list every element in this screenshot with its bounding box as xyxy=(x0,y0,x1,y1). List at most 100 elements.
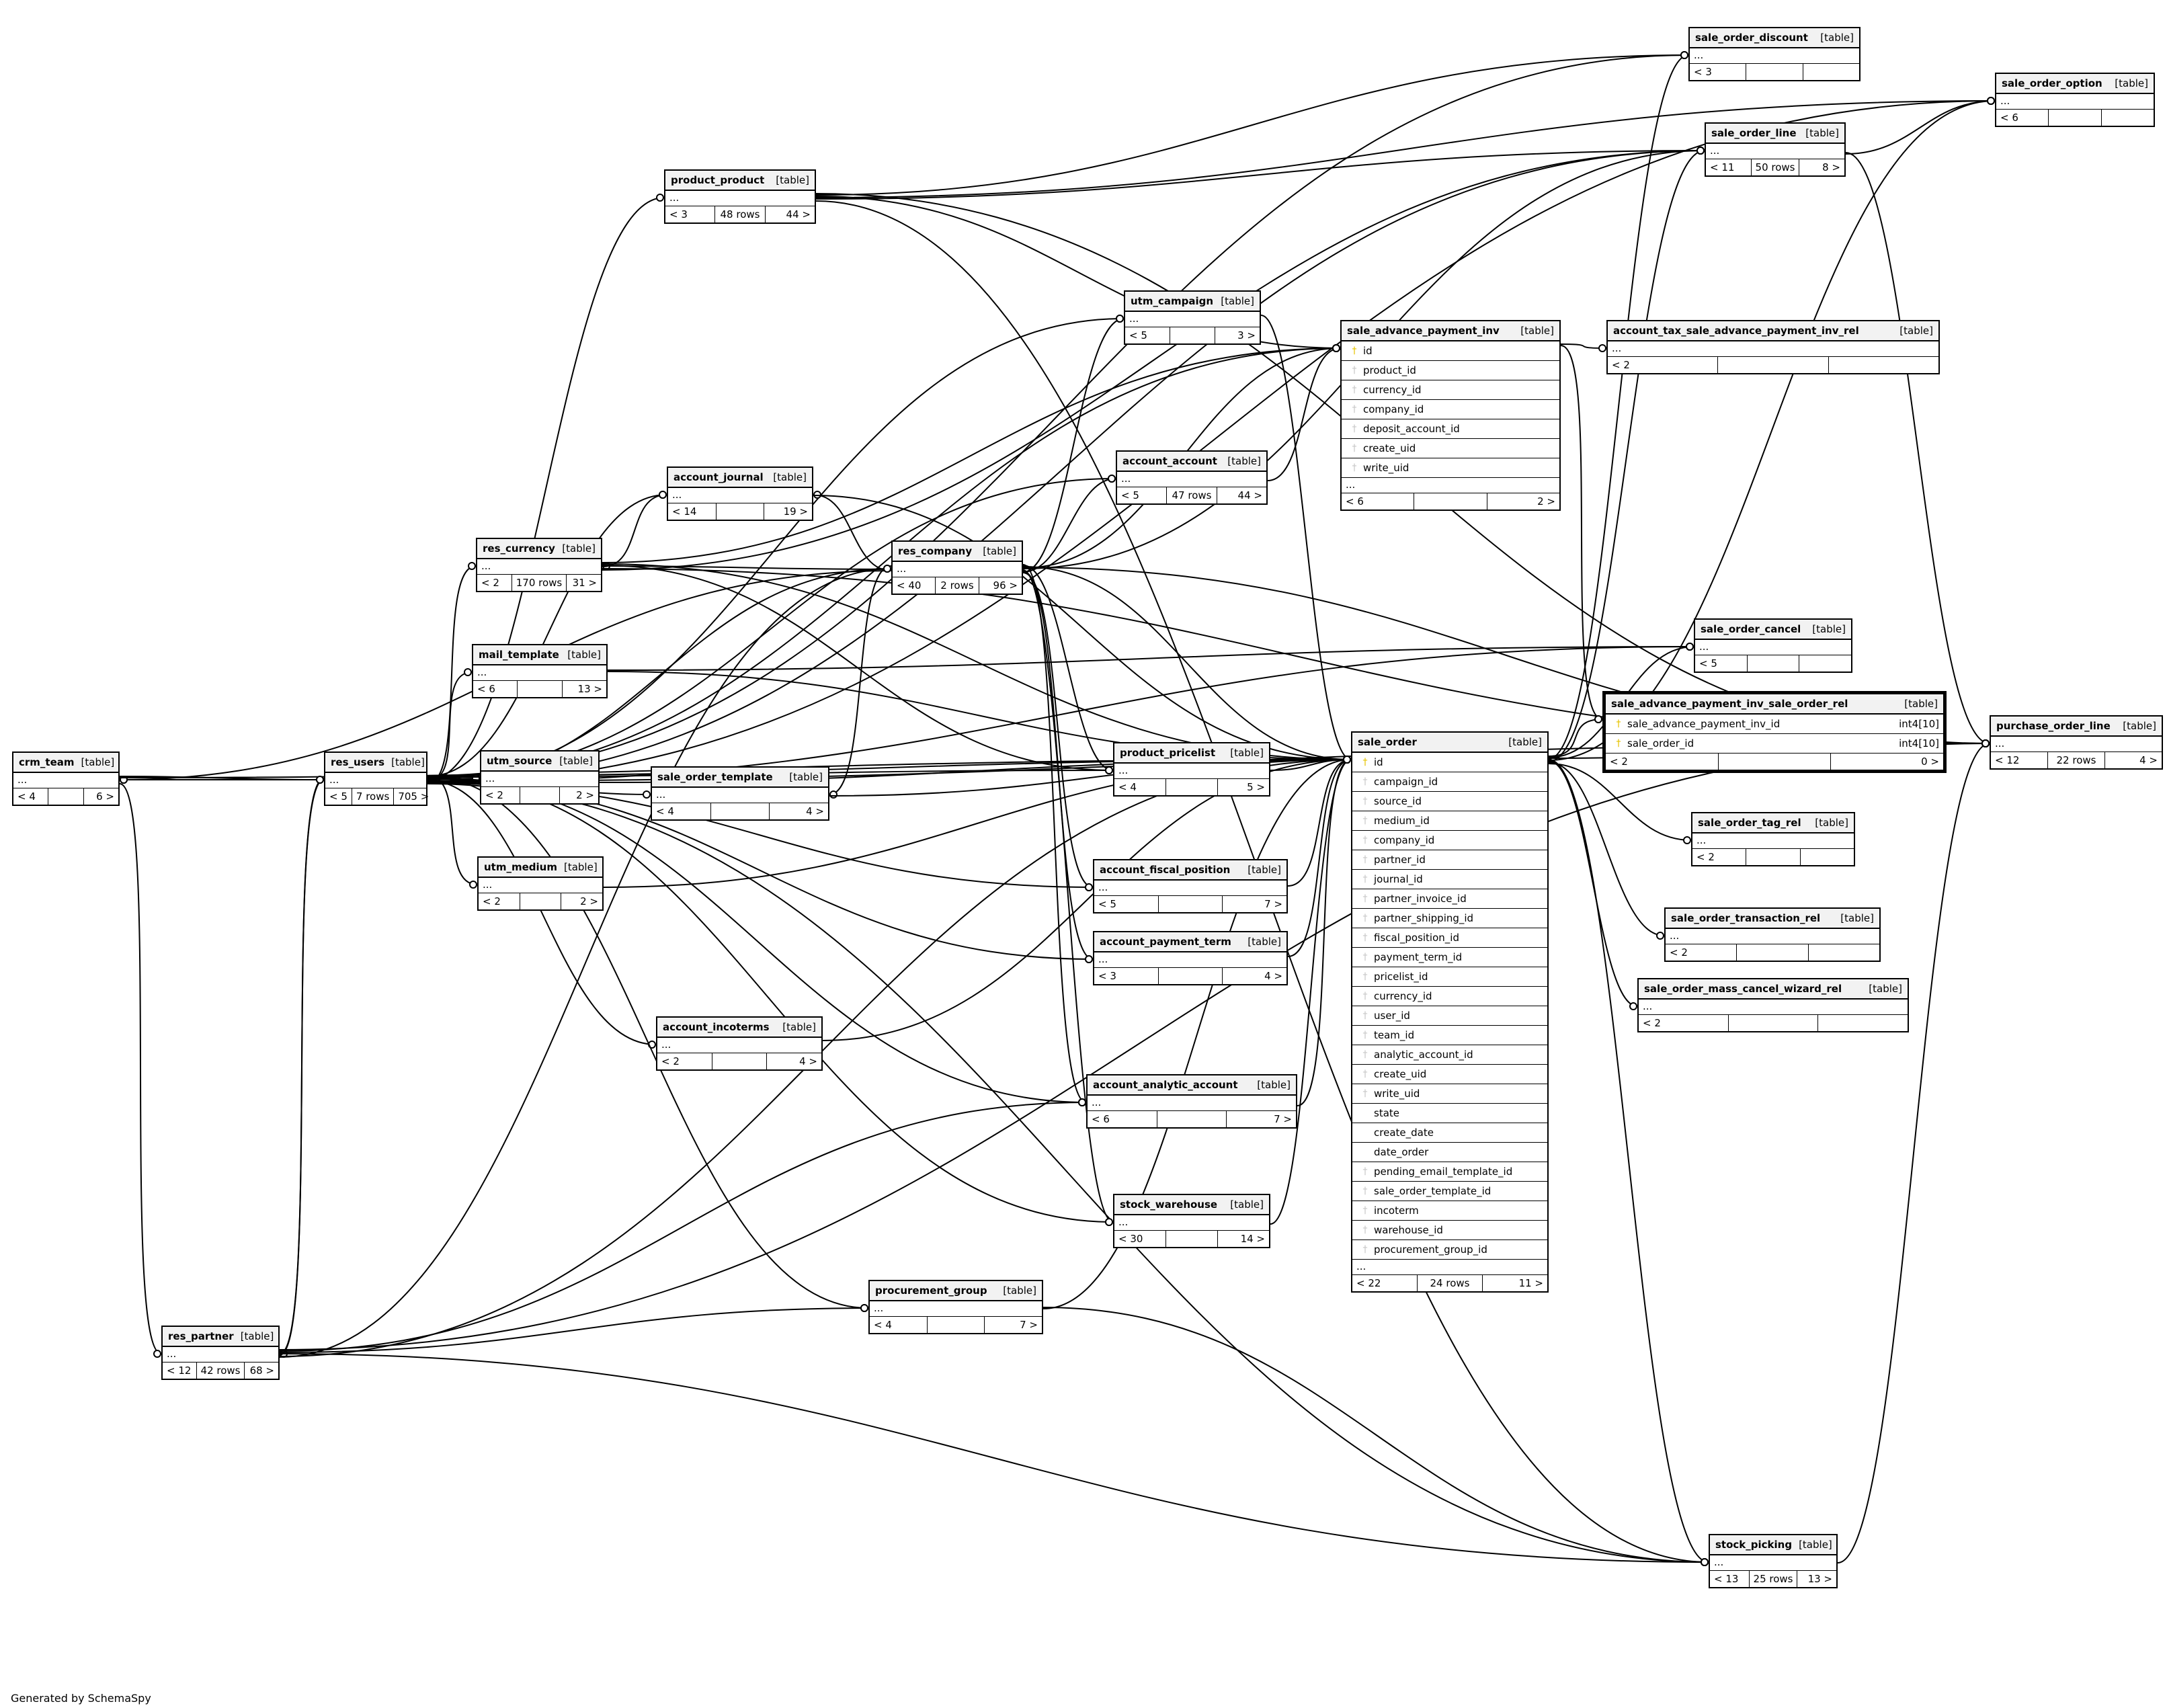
parents-count[interactable]: < 2 xyxy=(1606,754,1719,770)
parents-count[interactable]: < 30 xyxy=(1114,1231,1166,1247)
parents-count[interactable]: < 2 xyxy=(1639,1015,1729,1031)
table-sale-order-cancel[interactable]: sale_order_cancel[table]...< 5 xyxy=(1694,618,1852,673)
parents-count[interactable]: < 5 xyxy=(1695,655,1748,672)
more-columns-ellipsis[interactable]: ... xyxy=(1117,472,1266,487)
table-name[interactable]: res_partner xyxy=(168,1330,234,1342)
parents-count[interactable]: < 5 xyxy=(1094,896,1159,912)
parents-count[interactable]: < 12 xyxy=(1991,752,2048,768)
table-name[interactable]: sale_order xyxy=(1358,736,1417,748)
parents-count[interactable]: < 13 xyxy=(1710,1571,1750,1587)
parents-count[interactable]: < 22 xyxy=(1352,1275,1418,1291)
column-row[interactable]: †id xyxy=(1342,341,1559,361)
table-name[interactable]: account_analytic_account xyxy=(1093,1079,1238,1091)
children-count[interactable]: 3 > xyxy=(1237,329,1256,341)
parents-count[interactable]: < 4 xyxy=(652,803,711,819)
column-row[interactable]: †payment_term_id xyxy=(1352,948,1547,967)
column-row[interactable]: date_order xyxy=(1352,1143,1547,1162)
table-name[interactable]: sale_order_template xyxy=(657,771,773,783)
parents-count[interactable]: < 2 xyxy=(1666,944,1737,961)
children-count[interactable]: 31 > xyxy=(572,577,597,589)
children-count[interactable]: 7 > xyxy=(1274,1113,1293,1125)
column-row[interactable]: †create_uid xyxy=(1352,1065,1547,1084)
column-row[interactable]: †journal_id xyxy=(1352,870,1547,889)
children-count[interactable]: 13 > xyxy=(1807,1573,1833,1585)
more-columns-ellipsis[interactable]: ... xyxy=(13,773,118,788)
more-columns-ellipsis[interactable]: ... xyxy=(1710,1555,1836,1571)
column-row[interactable]: †warehouse_id xyxy=(1352,1221,1547,1240)
column-row[interactable]: †write_uid xyxy=(1342,458,1559,478)
column-row[interactable]: †partner_id xyxy=(1352,850,1547,870)
more-columns-ellipsis[interactable]: ... xyxy=(1695,640,1851,655)
table-name[interactable]: procurement_group xyxy=(875,1285,987,1297)
column-row[interactable]: †currency_id xyxy=(1342,380,1559,400)
parents-count[interactable]: < 2 xyxy=(481,787,521,803)
parents-count[interactable]: < 4 xyxy=(870,1317,928,1333)
table-name[interactable]: stock_warehouse xyxy=(1120,1198,1218,1211)
parents-count[interactable]: < 2 xyxy=(657,1053,712,1069)
table-name[interactable]: account_tax_sale_advance_payment_inv_rel xyxy=(1613,325,1859,337)
column-row[interactable]: †sale_order_template_id xyxy=(1352,1182,1547,1201)
table-name[interactable]: account_account xyxy=(1122,455,1217,467)
more-columns-ellipsis[interactable]: ... xyxy=(479,878,602,893)
more-columns-ellipsis[interactable]: ... xyxy=(1094,952,1286,968)
table-name[interactable]: utm_source xyxy=(487,755,553,767)
parents-count[interactable]: < 2 xyxy=(479,893,520,909)
table-sale-order-transaction-rel[interactable]: sale_order_transaction_rel[table]...< 2 xyxy=(1664,907,1881,962)
table-name[interactable]: utm_campaign xyxy=(1131,295,1214,307)
column-row[interactable]: †procurement_group_id xyxy=(1352,1240,1547,1260)
children-count[interactable]: 0 > xyxy=(1921,756,1940,768)
column-row[interactable]: †partner_shipping_id xyxy=(1352,909,1547,928)
parents-count[interactable]: < 3 xyxy=(665,206,716,222)
table-name[interactable]: product_product xyxy=(671,174,765,186)
children-count[interactable] xyxy=(1818,1015,1908,1031)
more-columns-ellipsis[interactable]: ... xyxy=(1114,764,1269,779)
table-name[interactable]: purchase_order_line xyxy=(1996,720,2111,732)
parents-count[interactable]: < 2 xyxy=(477,575,512,591)
more-columns-ellipsis[interactable]: ... xyxy=(1094,881,1286,896)
table-name[interactable]: res_users xyxy=(331,756,385,768)
table-name[interactable]: sale_order_mass_cancel_wizard_rel xyxy=(1644,983,1842,995)
children-count[interactable]: 4 > xyxy=(2139,754,2158,766)
more-columns-ellipsis[interactable]: ... xyxy=(1088,1096,1296,1111)
more-columns-ellipsis[interactable]: ... xyxy=(1608,341,1938,357)
column-row[interactable]: †team_id xyxy=(1352,1026,1547,1045)
parents-count[interactable]: < 4 xyxy=(13,788,49,805)
children-count[interactable]: 7 > xyxy=(1020,1319,1038,1331)
children-count[interactable]: 14 > xyxy=(1240,1233,1265,1245)
table-sale-order-mass-cancel-wizard-rel[interactable]: sale_order_mass_cancel_wizard_rel[table]… xyxy=(1637,978,1909,1032)
column-row[interactable]: †source_id xyxy=(1352,792,1547,811)
children-count[interactable] xyxy=(1799,655,1851,672)
more-columns-ellipsis[interactable]: ... xyxy=(1639,1000,1908,1015)
table-name[interactable]: sale_advance_payment_inv_sale_order_rel xyxy=(1611,698,1848,710)
table-name[interactable]: sale_advance_payment_inv xyxy=(1347,325,1500,337)
column-row[interactable]: †create_uid xyxy=(1342,439,1559,458)
column-row[interactable]: †pricelist_id xyxy=(1352,967,1547,987)
table-name[interactable]: mail_template xyxy=(479,649,559,661)
column-row[interactable]: †currency_id xyxy=(1352,987,1547,1006)
children-count[interactable]: 2 > xyxy=(580,895,599,907)
more-columns-ellipsis[interactable]: ... xyxy=(473,665,606,681)
parents-count[interactable]: < 2 xyxy=(1692,849,1747,865)
more-columns-ellipsis[interactable]: ... xyxy=(652,788,828,803)
children-count[interactable]: 19 > xyxy=(783,505,809,518)
more-columns-ellipsis[interactable]: ... xyxy=(1114,1215,1269,1231)
table-name[interactable]: utm_medium xyxy=(484,861,557,873)
parents-count[interactable]: < 4 xyxy=(1114,779,1166,795)
table-sale-order-tag-rel[interactable]: sale_order_tag_rel[table]...< 2 xyxy=(1691,812,1855,866)
more-columns-ellipsis[interactable]: ... xyxy=(1690,48,1859,64)
parents-count[interactable]: < 5 xyxy=(1125,327,1170,343)
table-name[interactable]: sale_order_cancel xyxy=(1701,623,1801,635)
